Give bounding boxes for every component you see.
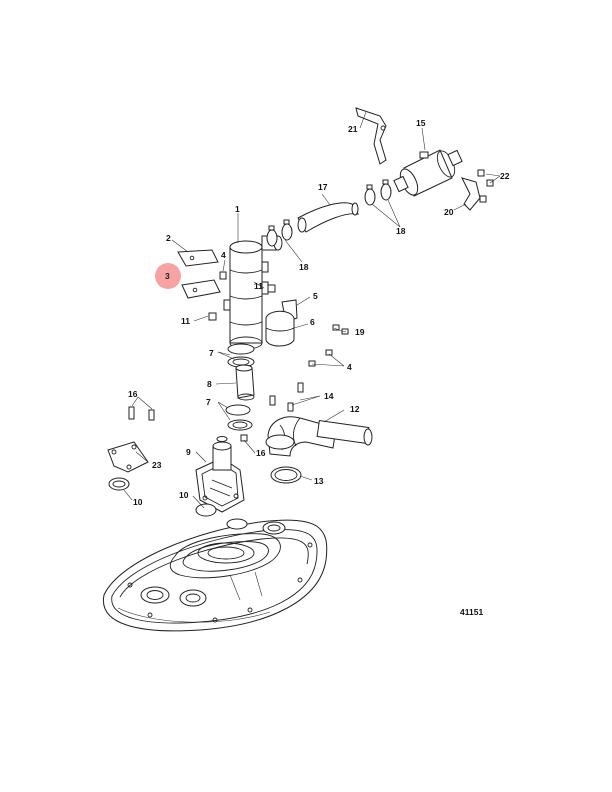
callout-22[interactable]: 22	[500, 171, 510, 181]
callout-labels: 1 2 3 4 4 5 6 7 7 8 9 10 10 11 11 12 13 …	[128, 118, 510, 617]
callout-19[interactable]: 19	[355, 327, 365, 337]
muffler-15-part	[393, 149, 463, 197]
callout-9[interactable]: 9	[186, 447, 191, 457]
gasket-left-part	[108, 477, 130, 491]
bracket-21-part	[355, 107, 387, 165]
callout-2[interactable]: 2	[166, 233, 171, 243]
clamp-6-part	[265, 310, 295, 347]
clamps-18-upper-part	[364, 179, 392, 206]
bracket-20-part	[461, 177, 481, 211]
nut-11-upper-part	[267, 284, 276, 293]
callout-15[interactable]: 15	[416, 118, 426, 128]
bracket-lower-part	[181, 279, 221, 299]
clamps-7-upper-part	[227, 343, 255, 368]
callout-1[interactable]: 1	[235, 204, 240, 214]
callout-13[interactable]: 13	[314, 476, 324, 486]
callout-20[interactable]: 20	[444, 207, 454, 217]
nut-11-lower-part	[208, 312, 217, 321]
callout-11-lower[interactable]: 11	[181, 316, 190, 326]
exhaust-elbow-part	[195, 436, 245, 513]
callout-12[interactable]: 12	[350, 404, 360, 414]
callout-23[interactable]: 23	[152, 460, 162, 470]
callout-14[interactable]: 14	[324, 391, 334, 401]
callout-18-upper[interactable]: 18	[396, 226, 406, 236]
callout-5[interactable]: 5	[313, 291, 318, 301]
callout-7-upper[interactable]: 7	[209, 348, 214, 358]
callout-7-lower[interactable]: 7	[206, 397, 211, 407]
gasket-lower-part	[195, 503, 217, 517]
bolts-19-part	[332, 324, 349, 335]
leader-lines	[123, 111, 501, 509]
bolts-14-part	[240, 382, 304, 442]
plate-part	[107, 441, 149, 473]
callout-8[interactable]: 8	[207, 379, 212, 389]
callout-4-upper[interactable]: 4	[221, 250, 226, 260]
callout-16-right[interactable]: 16	[256, 448, 266, 458]
clamps-18-lower-part	[266, 219, 293, 247]
callout-16-left[interactable]: 16	[128, 389, 138, 399]
callout-11-upper[interactable]: 11	[254, 281, 263, 291]
drawing-number: 41151	[460, 607, 483, 617]
hose-8-part	[235, 364, 255, 401]
exhaust-pipe-12-part	[265, 416, 373, 457]
clamps-7-lower-part	[225, 404, 253, 431]
engine-base-housing	[102, 518, 328, 632]
bolts-left-part	[128, 406, 155, 421]
bracket-upper-part	[177, 249, 219, 267]
bolts-4-right-part	[308, 349, 333, 367]
callout-3[interactable]: 3	[165, 271, 170, 281]
hose-17-part	[297, 202, 359, 233]
callout-21[interactable]: 21	[348, 124, 358, 134]
callout-4-right[interactable]: 4	[347, 362, 352, 372]
callout-18-lower[interactable]: 18	[299, 262, 309, 272]
callout-6[interactable]: 6	[310, 317, 315, 327]
nut-4-upper-part	[219, 271, 227, 280]
highlight-callout-3[interactable]	[155, 263, 181, 289]
callout-10-lower[interactable]: 10	[179, 490, 189, 500]
gasket-13-part	[270, 466, 302, 484]
callout-17[interactable]: 17	[318, 182, 328, 192]
callout-10-left[interactable]: 10	[133, 497, 143, 507]
